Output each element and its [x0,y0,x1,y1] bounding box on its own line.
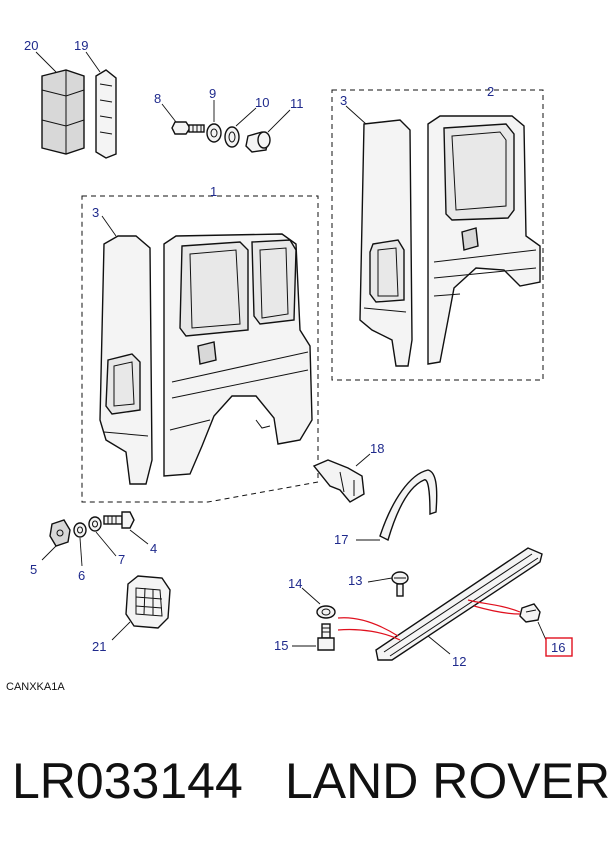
callout-11: 11 [290,96,304,111]
callout-3-lower: 3 [92,205,99,220]
brand-name: LAND ROVER [285,753,611,809]
assembly-1-body-side [163,233,313,477]
callout-10: 10 [255,95,269,110]
part-5-bracket [49,519,71,547]
part-6-washer [73,522,87,538]
callout-5: 5 [30,562,37,577]
assembly-1-outline [81,195,319,503]
part-11-bush [245,131,271,153]
callout-15: 15 [274,638,288,653]
callout-16: 16 [551,640,565,655]
parts-diagram: 20 19 8 9 10 11 3 2 3 1 18 17 5 6 7 4 14… [24,38,573,669]
callout-1: 1 [210,184,217,199]
part-10-washer [224,126,240,148]
callout-8: 8 [154,91,161,106]
part-3-pillar-lower [99,235,153,485]
part-14-nut [316,605,336,619]
assembly-2-body-side [427,115,541,365]
part-21-grille [125,575,171,629]
callout-19: 19 [74,38,88,53]
callout-20: 20 [24,38,38,53]
part-15-bolt [317,623,335,651]
callout-14: 14 [288,576,302,591]
part-13-screw [391,571,409,597]
part-9-washer [206,123,222,143]
callout-3-upper: 3 [340,93,347,108]
part-8-bolt [171,121,205,135]
highlight-leader-b [473,605,521,615]
callout-13: 13 [348,573,362,588]
part-number: LR033144 [12,753,243,809]
callout-2: 2 [487,84,494,99]
callout-labels: 20 19 8 9 10 11 3 2 3 1 18 17 5 6 7 4 14… [24,38,494,669]
highlight-leader-a [467,599,521,613]
callout-4: 4 [150,541,157,556]
highlight-leader-c [337,617,399,637]
callout-12: 12 [452,654,466,669]
leader-lines [35,51,547,655]
caption: LR033144 LAND ROVER [0,752,611,832]
reference-code: CANXKA1A [6,681,65,693]
part-12-sill-moulding [375,547,543,661]
part-16-clip [519,603,541,623]
callout-6: 6 [78,568,85,583]
callout-7: 7 [118,552,125,567]
callout-16-box [545,637,573,657]
callout-17: 17 [334,532,348,547]
highlight-leader-d [337,628,401,641]
callout-9: 9 [209,86,216,101]
callout-18: 18 [370,441,384,456]
callout-21: 21 [92,639,106,654]
part-7-washer [88,516,102,532]
part-20-block [41,69,85,155]
part-19-strip [95,69,117,159]
part-18-clip [312,459,365,503]
part-4-screw [103,511,135,529]
part-17-arch-moulding [379,469,438,542]
part-3-pillar-upper [359,119,413,367]
callout-16-highlight: 16 [545,637,573,657]
